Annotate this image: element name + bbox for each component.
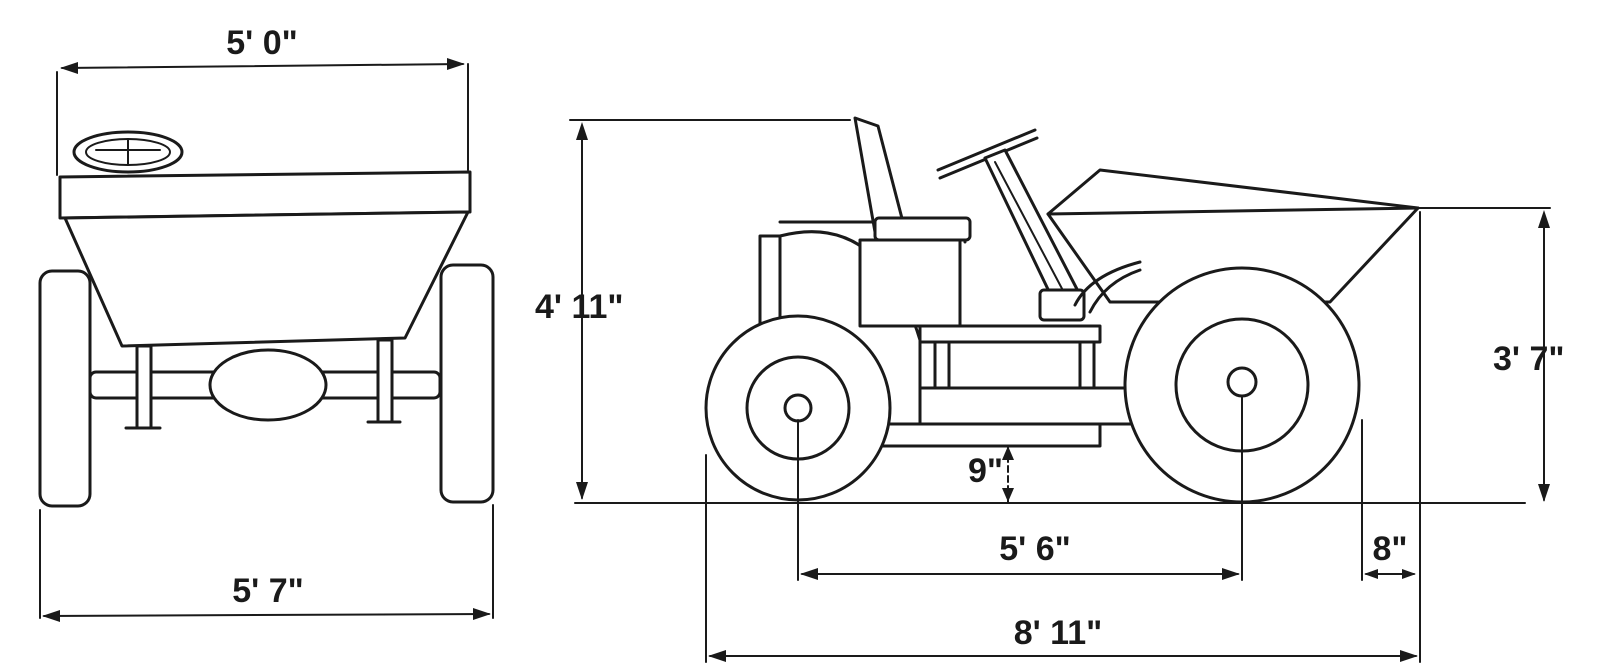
label-rear-wheel-track: 5' 7" bbox=[232, 572, 303, 610]
label-skip-height: 3' 7" bbox=[1493, 340, 1564, 378]
dim-overall-height bbox=[569, 119, 851, 500]
label-rear-overhang: 8" bbox=[1372, 530, 1407, 568]
dim-rear-overhang bbox=[1361, 419, 1416, 581]
label-wheelbase: 5' 6" bbox=[999, 530, 1070, 568]
side-steering bbox=[936, 128, 1142, 322]
dim-wheelbase bbox=[797, 395, 1243, 581]
dim-rear-top-width bbox=[56, 58, 469, 176]
label-ground-clearance: 9" bbox=[968, 452, 1003, 490]
dim-rear-wheel-track bbox=[39, 504, 494, 622]
dim-ground-clearance bbox=[1002, 445, 1014, 503]
label-overall-length: 8' 11" bbox=[1014, 614, 1103, 652]
label-overall-height: 4' 11" bbox=[535, 288, 624, 326]
dim-skip-height bbox=[1417, 207, 1551, 502]
rear-view: 5' 0" 5' 7" bbox=[38, 24, 495, 622]
side-seat bbox=[853, 116, 972, 242]
dim-overall-length bbox=[705, 211, 1421, 663]
label-rear-top-width: 5' 0" bbox=[226, 24, 297, 62]
rear-wheels bbox=[38, 263, 495, 508]
rear-skip bbox=[58, 170, 472, 348]
rear-steering-wheel bbox=[72, 130, 184, 174]
side-view: 4' 11" 9" 3' 7" 5' 6" bbox=[535, 116, 1564, 663]
rear-axle bbox=[88, 338, 442, 430]
